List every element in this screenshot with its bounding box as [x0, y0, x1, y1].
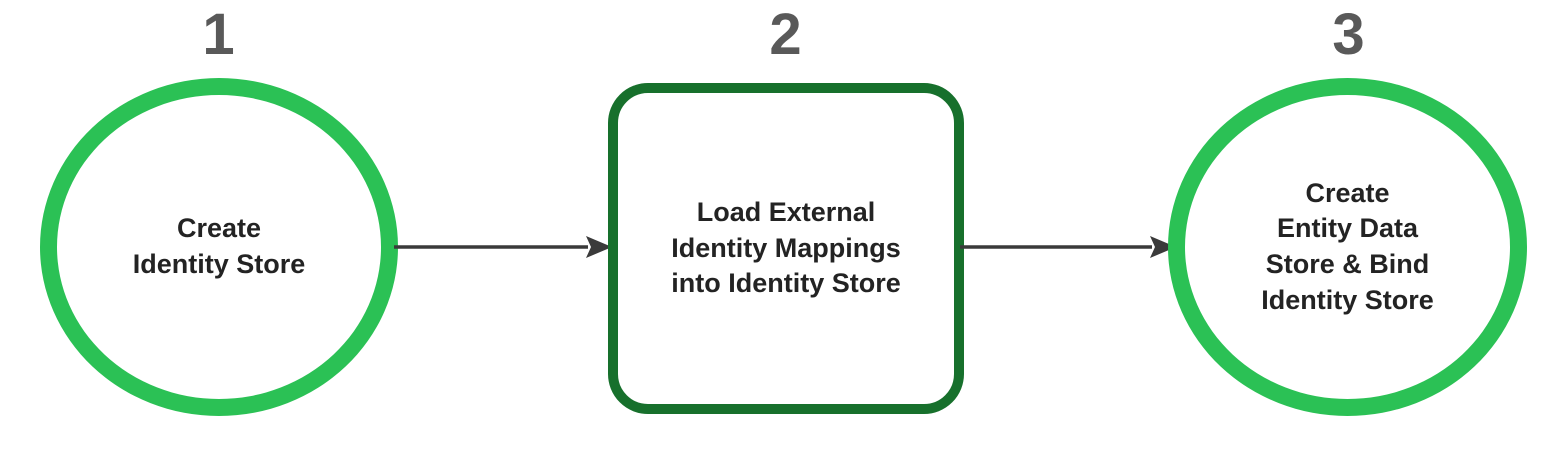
step-node-1-label: Create Identity Store [132, 213, 306, 279]
step-node-1-create-identity-store[interactable]: Create Identity Store [40, 78, 398, 416]
step-number-2: 2 [769, 2, 801, 67]
step-node-3-label: Create Entity Data Store & Bind Identity… [1261, 177, 1434, 315]
step-node-2-label: Load External Identity Mappings into Ide… [671, 197, 901, 299]
arrow-step-2-to-3-icon [960, 236, 1176, 258]
step-node-3-create-entity-data-store-and-bind[interactable]: Create Entity Data Store & Bind Identity… [1168, 78, 1527, 416]
step-number-1: 1 [202, 2, 234, 67]
step-number-3: 3 [1332, 2, 1364, 67]
step-node-2-load-external-identity-mappings[interactable]: Load External Identity Mappings into Ide… [608, 83, 964, 414]
arrow-step-1-to-2-icon [394, 236, 612, 258]
